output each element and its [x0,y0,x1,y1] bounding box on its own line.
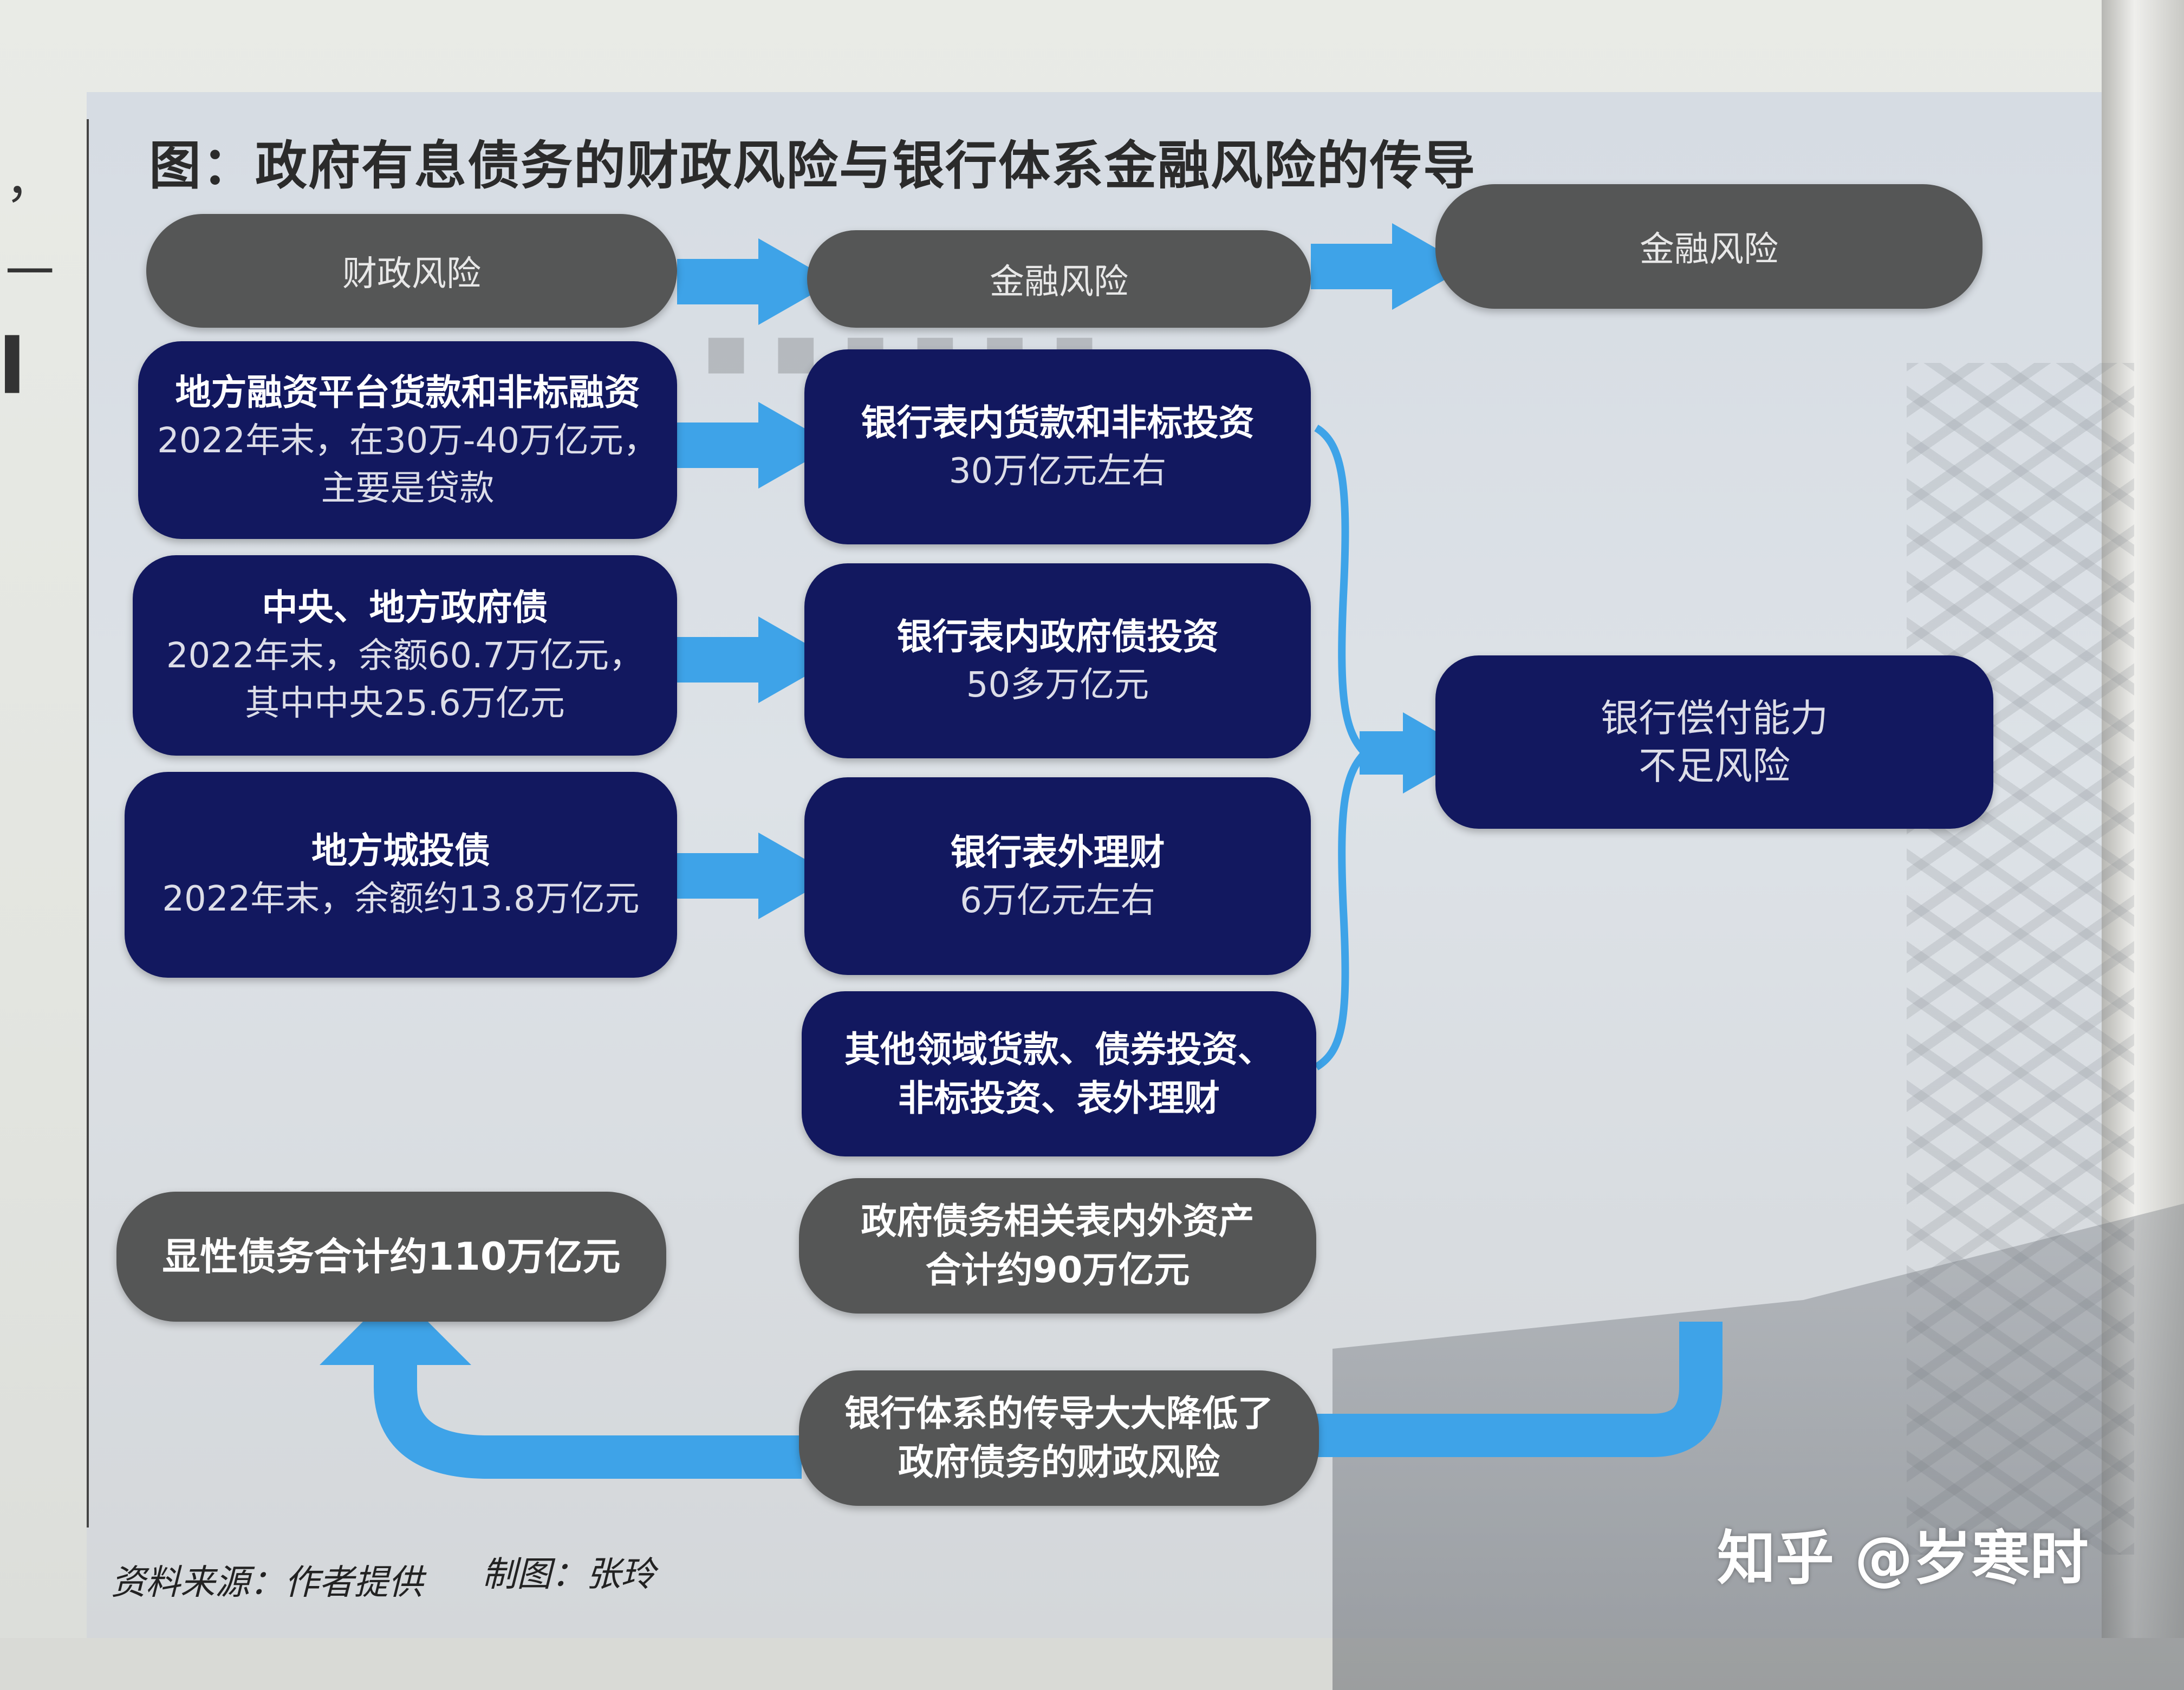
header-fiscal-risk: 财政风险 [146,214,677,328]
box-bank-solvency-risk: 银行偿付能力 不足风险 [1435,655,1993,829]
box-text: 2022年末，在30万-40万亿元， [157,420,658,461]
box-text: 2022年末，余额约13.8万亿元 [162,879,640,919]
box-government-bonds: 中央、地方政府债 2022年末，余额60.7万亿元， 其中中央25.6万亿元 [133,555,677,756]
arrow-row-3 [677,833,834,919]
box-text: 其中中央25.6万亿元 [245,684,565,724]
total-text: 合计约90万亿元 [925,1249,1190,1291]
margin-text: ， [5,152,54,209]
margin-text: ▍ [5,336,43,393]
header-financial-risk: 金融风险 [807,230,1311,328]
box-text: 主要是贷款 [321,468,495,509]
conclusion-text: 政府债务的财政风险 [898,1441,1220,1483]
arrow-header-2 [1311,223,1468,310]
watermark: 知乎 @岁寒时 [1717,1525,2089,1592]
total-text: 政府债务相关表内外资产 [861,1200,1254,1242]
return-loop [1316,1322,1722,1457]
box-text: 30万亿元左右 [948,451,1167,491]
arrow-row-2 [677,616,834,703]
box-title: 地方城投债 [311,830,490,872]
box-bank-gov-bond-investment: 银行表内政府债投资 50多万亿元 [804,563,1311,758]
arrows-layer [320,223,1722,1479]
background-tower [1907,363,2134,1555]
arrow-header-1 [677,238,834,325]
header-financial-risk-2: 金融风险 [1435,184,1982,309]
box-title: 银行表外理财 [950,831,1165,873]
arrow-row-1 [677,402,834,489]
margin-text: 一 [5,244,54,301]
box-other-sectors: 其他领域货款、债券投资、 非标投资、表外理财 [802,991,1316,1156]
arrow-to-right-box [1360,712,1473,794]
box-urban-investment-bonds: 地方城投债 2022年末，余额约13.8万亿元 [125,772,677,978]
box-bank-offbalance-wealth: 银行表外理财 6万亿元左右 [804,777,1311,975]
chart-credit: 制图：张玲 [482,1555,655,1595]
diagram-title: 图：政府有息债务的财政风险与银行体系金融风险的传导 [149,135,1476,196]
box-title: 银行表内政府债投资 [896,616,1219,658]
column-rule [87,119,89,1528]
box-text: 6万亿元左右 [960,880,1155,921]
box-text: 2022年末，余额60.7万亿元， [166,636,644,676]
box-text: 银行偿付能力 [1601,696,1828,740]
total-text: 显性债务合计约110万亿元 [162,1234,621,1279]
header-label: 金融风险 [1640,230,1778,270]
header-label: 金融风险 [990,262,1128,302]
box-title: 中央、地方政府债 [262,587,548,628]
box-bank-onbalance-loans: 银行表内货款和非标投资 30万亿元左右 [804,349,1311,544]
conclusion-box: 银行体系的传导大大降低了 政府债务的财政风险 [799,1370,1319,1506]
header-label: 财政风险 [342,254,481,294]
source-credit: 资料来源：作者提供 [111,1563,423,1603]
box-text: 非标投资、表外理财 [898,1077,1220,1119]
box-text: 50多万亿元 [966,665,1149,705]
box-lgfv-loans: 地方融资平台货款和非标融资 2022年末，在30万-40万亿元， 主要是贷款 [138,341,677,539]
box-title: 地方融资平台货款和非标融资 [175,371,640,413]
box-title: 其他领域货款、债券投资、 [844,1028,1273,1070]
return-loop-left [374,1354,802,1479]
total-explicit-debt: 显性债务合计约110万亿元 [116,1192,666,1322]
page-edge [2102,0,2184,1638]
box-text: 不足风险 [1639,744,1790,788]
total-related-assets: 政府债务相关表内外资产 合计约90万亿元 [799,1178,1316,1314]
return-arrowhead [320,1289,471,1365]
conclusion-text: 银行体系的传导大大降低了 [844,1393,1273,1434]
brace [1314,425,1370,1070]
box-title: 银行表内货款和非标投资 [861,402,1254,444]
